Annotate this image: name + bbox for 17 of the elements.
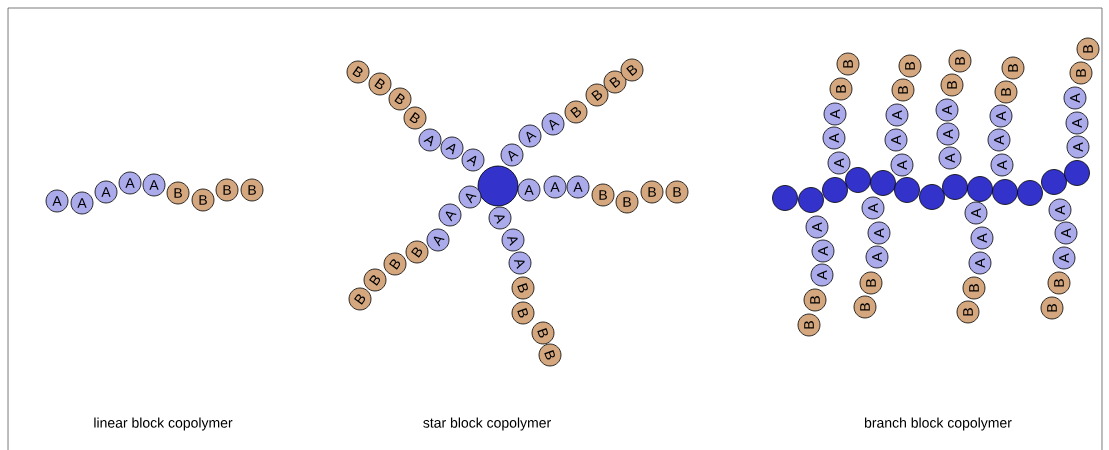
backbone-circle: [845, 167, 871, 193]
caption: linear block copolymer: [94, 417, 233, 431]
backbone-circle: [992, 179, 1018, 205]
backbone-circle: [798, 187, 824, 213]
backbone-circle: [1017, 180, 1043, 206]
backbone-circle: [772, 185, 798, 211]
caption: star block copolymer: [423, 417, 551, 431]
backbone-circle: [919, 184, 945, 210]
caption: branch block copolymer: [865, 417, 1012, 431]
backbone-circle: [942, 174, 968, 200]
backbone-circle: [822, 177, 848, 203]
core-circle: [477, 165, 519, 207]
backbone-circle: [1064, 160, 1090, 186]
backbone-circle: [1041, 169, 1067, 195]
backbone-circle: [894, 177, 920, 203]
backbone-circle: [870, 170, 896, 196]
backbone-circle: [967, 176, 993, 202]
